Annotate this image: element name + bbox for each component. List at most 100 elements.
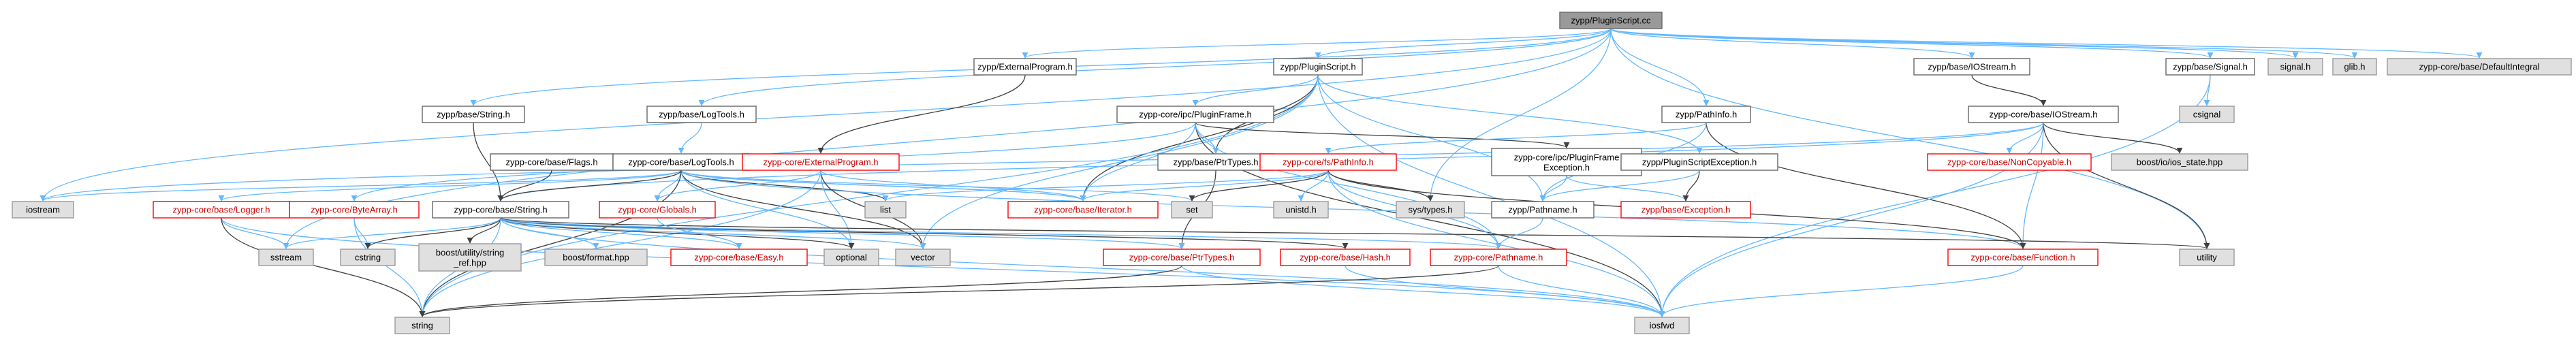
node-box [2332,58,2377,76]
include-edge [467,217,501,244]
include-edge [2043,122,2210,249]
node-String[interactable]: zypp/base/String.h [422,106,525,123]
node-box [432,201,569,219]
include-edge [820,170,855,249]
node-box [1947,249,2099,266]
node-box [973,58,1077,76]
node-corePathname[interactable]: zypp-core/Pathname.h [1430,249,1567,266]
node-systypes: sys/types.h [1396,201,1465,219]
include-edge [1706,122,2026,249]
node-Exception[interactable]: zypp/base/Exception.h [1620,201,1751,219]
include-edge [920,74,1319,249]
node-NonCopyable[interactable]: zypp-core/base/NonCopyable.h [1927,153,2092,171]
node-box [2111,153,2248,171]
node-coreIOStream[interactable]: zypp-core/base/IOStream.h [1968,106,2119,123]
include-edge [1315,28,1612,59]
node-box [2179,249,2235,266]
node-ExternalProgram[interactable]: zypp/ExternalProgram.h [973,58,1077,76]
node-zyppPathname[interactable]: zypp/Pathname.h [1491,201,1595,219]
node-csignal: csignal [2179,106,2235,123]
node-iostream: iostream [12,201,74,219]
node-Signal[interactable]: zypp/base/Signal.h [2165,58,2255,76]
node-IOStream[interactable]: zypp/base/IOStream.h [1913,58,2030,76]
node-label: cstring [355,253,381,263]
node-PathInfo[interactable]: zypp/PathInfo.h [1661,106,1751,123]
include-edge [218,170,682,202]
node-box [1661,106,1751,123]
node-Easy[interactable]: zypp-core/base/Easy.h [670,249,808,266]
node-DefaultIntegral: zypp-core/base/DefaultIntegral [2387,58,2572,76]
node-label: string [411,321,433,331]
node-PluginFrame[interactable]: zypp-core/ipc/PluginFrame.h [1116,106,1274,123]
include-edge [1298,170,1329,202]
node-label: zypp-core/base/Logger.h [172,205,270,215]
node-ByteArray[interactable]: zypp-core/ByteArray.h [289,201,420,219]
node-label: zypp-core/ExternalProgram.h [763,157,878,167]
node-utility: utility [2179,249,2235,266]
node-label: utility [2197,253,2217,263]
node-Globals[interactable]: zypp-core/Globals.h [599,201,716,219]
node-box [1927,153,2092,171]
node-label: zypp/PluginScriptException.h [1642,157,1757,167]
node-label: zypp/base/Exception.h [1642,205,1731,215]
node-coreString[interactable]: zypp-core/base/String.h [432,201,569,219]
include-edge [1495,217,1543,249]
node-cstring: cstring [340,249,396,266]
node-box [418,243,522,272]
node-Iterator[interactable]: zypp-core/base/Iterator.h [1007,201,1159,219]
node-Hash[interactable]: zypp-core/base/Hash.h [1280,249,1411,266]
node-label: zypp-core/base/PtrTypes.h [1129,253,1235,263]
node-set: set [1171,201,1213,219]
node-LogTools[interactable]: zypp/base/LogTools.h [646,106,757,123]
include-edge [657,217,742,249]
include-edge [1682,170,1700,202]
include-edge [1610,28,2483,59]
node-box [2179,106,2235,123]
node-label: set [1186,205,1198,215]
include-edge [500,217,1665,317]
node-label: zypp-core/base/DefaultIntegral [2419,62,2539,72]
include-edge [1539,170,1700,202]
node-coreExternalProgram[interactable]: zypp-core/ExternalProgram.h [742,153,900,171]
node-string: string [394,317,450,334]
node-PluginScriptException[interactable]: zypp/PluginScriptException.h [1620,153,1778,171]
include-edge [473,122,504,202]
node-box [394,317,450,334]
node-box [422,106,525,123]
node-box [490,153,614,171]
include-edge [419,170,821,317]
node-fsPathInfo[interactable]: zypp-core/fs/PathInfo.h [1259,153,1397,171]
node-corePtrTypes[interactable]: zypp-core/base/PtrTypes.h [1103,249,1261,266]
node-label: list [880,205,891,215]
include-edge [1189,170,1329,202]
node-PtrTypes[interactable]: zypp/base/PtrTypes.h [1157,153,1274,171]
node-unistd: unistd.h [1273,201,1329,219]
node-Flags[interactable]: zypp-core/base/Flags.h [490,153,614,171]
node-label: optional [836,253,867,263]
node-label: boost/utility/string_ref.hpp [436,247,504,268]
node-box [1620,153,1778,171]
node-box [1007,201,1159,219]
include-edge [882,170,1329,202]
node-PluginScript[interactable]: zypp/PluginScript.h [1273,58,1363,76]
node-Logger[interactable]: zypp-core/base/Logger.h [153,201,290,219]
include-edge [500,217,742,249]
include-edge [680,170,2026,249]
node-box [1913,58,2030,76]
include-edge [1325,122,1707,154]
include-edge [680,170,889,202]
node-label: sstream [270,253,302,263]
node-box [599,201,716,219]
node-label: zypp/base/LogTools.h [659,110,744,120]
include-edge [1328,170,1434,202]
node-coreLogTools[interactable]: zypp-core/base/LogTools.h [612,153,750,171]
node-box [1116,106,1274,123]
node-root[interactable]: zypp/PluginScript.cc [1559,12,1663,29]
node-box [1491,201,1595,219]
node-box [742,153,900,171]
include-edge [1195,122,1570,148]
node-Function[interactable]: zypp-core/base/Function.h [1947,249,2099,266]
node-box [2267,58,2323,76]
